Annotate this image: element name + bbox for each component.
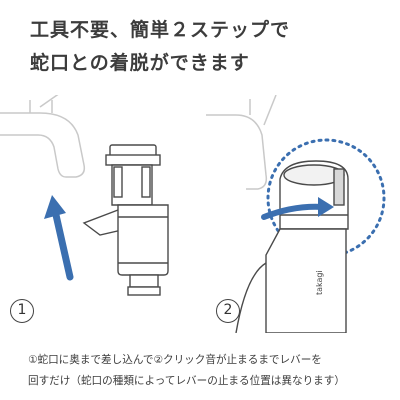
headline: 工具不要、簡単２ステップで 蛇口との着脱ができます xyxy=(30,14,390,80)
adapter-head xyxy=(279,160,349,230)
headline-line-2: 蛇口との着脱ができます xyxy=(30,52,250,74)
adapter-body xyxy=(82,144,169,296)
insert-arrow-icon xyxy=(44,195,74,281)
headline-line-1: 工具不要、簡単２ステップで xyxy=(30,19,291,41)
step-1-illustration xyxy=(0,95,169,296)
step-2-number: 2 xyxy=(216,299,240,323)
step-1-number: 1 xyxy=(10,299,34,323)
faucet-ghost xyxy=(0,95,86,178)
step-1-panel: 1 xyxy=(0,95,194,333)
caption-line-2: 回すだけ（蛇口の種類によってレバーの止まる位置は異なります） xyxy=(28,375,345,387)
step-2-panel: takagi 2 xyxy=(206,95,400,333)
caption-line-1: ①蛇口に奥まで差し込んで②クリック音が止まるまでレバーを xyxy=(28,354,322,366)
rotate-arrow-icon xyxy=(261,197,334,220)
product-logo: takagi xyxy=(315,270,324,295)
caption: ①蛇口に奥まで差し込んで②クリック音が止まるまでレバーを 回すだけ（蛇口の種類に… xyxy=(28,350,388,392)
faucet-ghost xyxy=(206,95,277,190)
product-body xyxy=(235,228,347,333)
step-2-illustration: takagi xyxy=(206,95,386,333)
